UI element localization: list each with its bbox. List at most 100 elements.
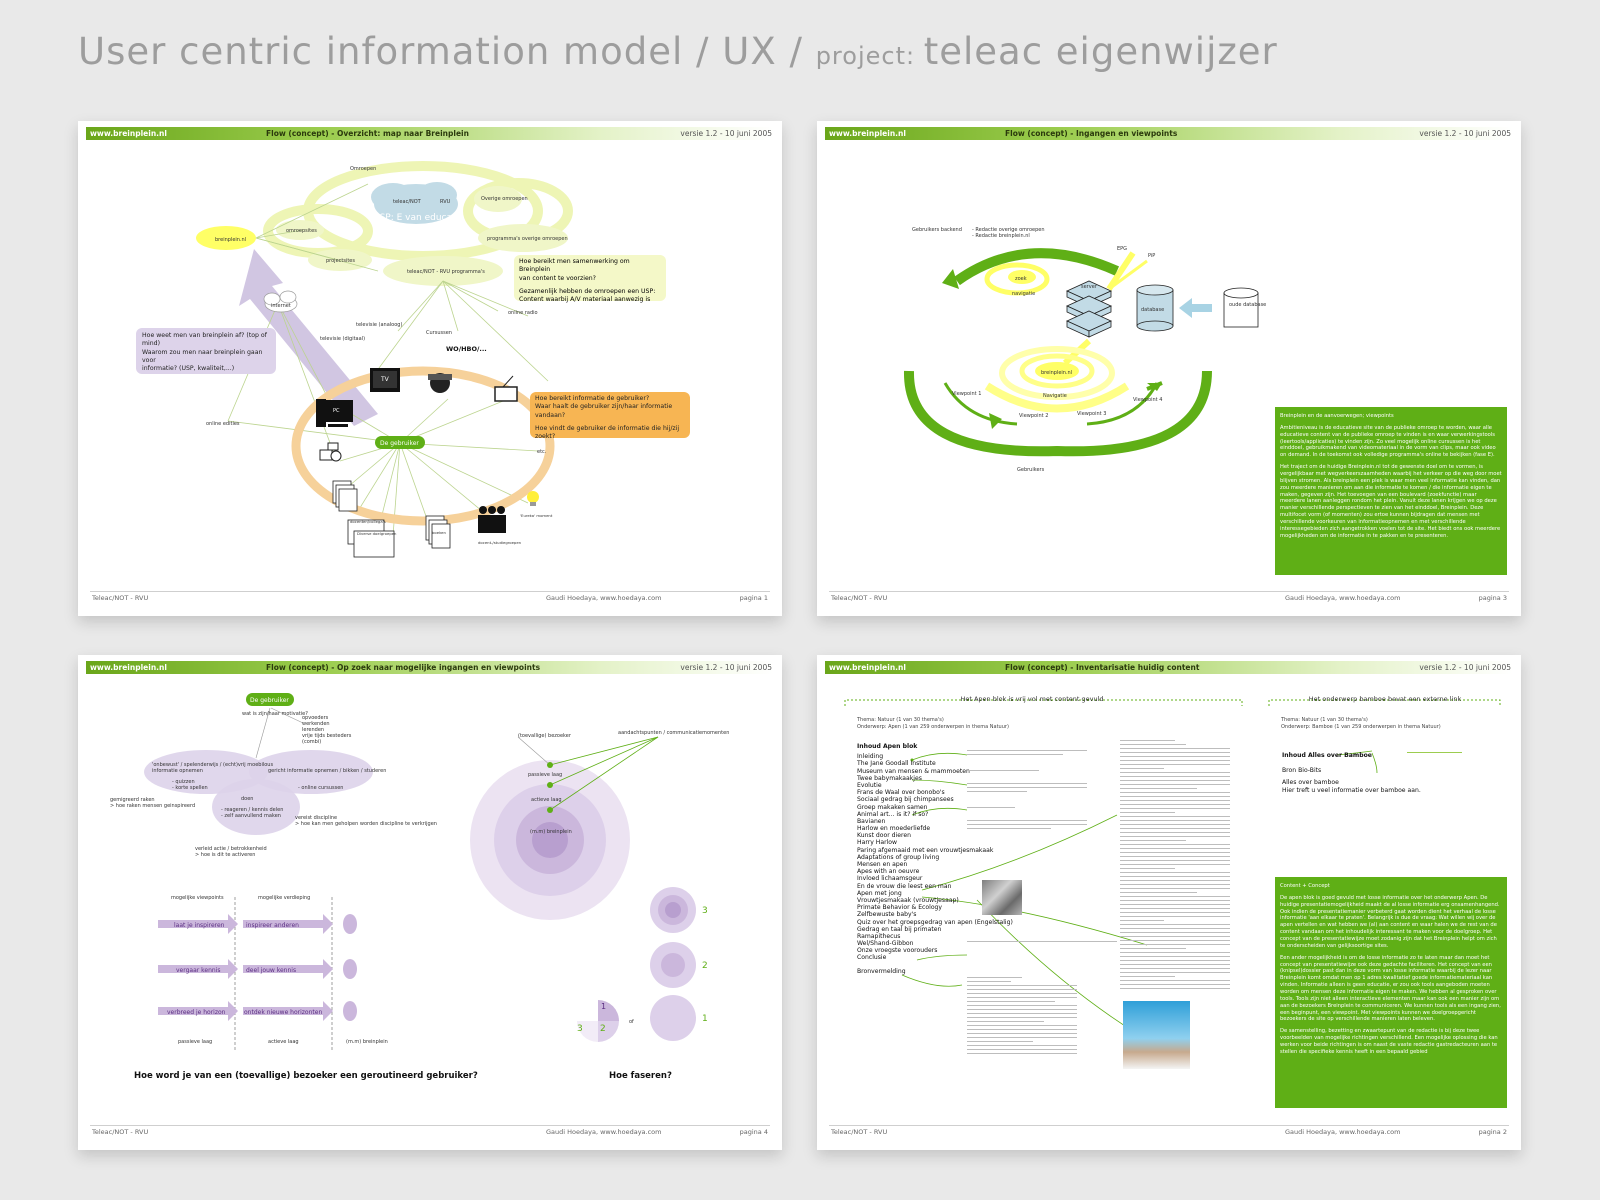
list-item[interactable]: Groep makaken samen (857, 803, 928, 811)
text-block (967, 977, 1077, 1057)
note-samenwerking: Hoe bereikt men samenwerking om Breinple… (514, 255, 666, 303)
label-usp: USP: E van educatie (373, 213, 464, 223)
label-omroepen: Omroepen (350, 166, 376, 172)
breinplein-textbox: Breinplein en de aanvoerwegen; viewpoint… (1275, 407, 1507, 575)
list-item[interactable]: Harry Harlow (857, 839, 897, 847)
list-item[interactable]: Apen met jong (857, 889, 902, 897)
text-block (967, 783, 1087, 795)
note-bereikt: Hoe bereikt informatie de gebruiker?Waar… (530, 392, 690, 440)
label-online-radio: online radio (508, 310, 538, 316)
list-item[interactable]: Conclusie (857, 954, 887, 962)
label-doen: - zelf aanvullend maken (221, 813, 281, 819)
text-block (967, 770, 1087, 774)
meta-left: Thema: Natuur (1 van 30 thema's)Onderwer… (857, 717, 1009, 730)
question-2: Hoe faseren? (609, 1071, 672, 1081)
list-item[interactable]: Twee babymakaakjes (857, 774, 922, 782)
list-item[interactable]: Evolutie (857, 781, 882, 789)
inhoud-apen-list: Inhoud Apen blok Inleiding The Jane Good… (857, 743, 1013, 975)
label-gebruikers: Gebruikers (1017, 467, 1045, 473)
label-teleac-not: teleac/NOT (393, 199, 422, 205)
label-epg: EPG (1117, 246, 1127, 252)
label-omroepsites: omroepsites (286, 228, 317, 234)
label-col1: mogelijke viewpoints (171, 895, 224, 901)
list-item[interactable]: En de vrouw die leest een man (857, 882, 952, 890)
label-a4: deel jouw kennis (246, 967, 296, 974)
label-quizzen: - quizzen (172, 779, 195, 785)
map-diagram: Omroepen teleac/NOT RVU Overige omroepen… (196, 161, 573, 558)
label-actieve2: actieve laag (268, 1039, 299, 1045)
label-pie-1: 1 (601, 1002, 606, 1011)
label-tv-digitaal: televisie (digitaal) (320, 336, 365, 342)
text-block (1407, 752, 1462, 756)
label-optie: lerenden (302, 727, 324, 733)
text-block (967, 750, 1087, 758)
label-doen: doen (241, 796, 253, 802)
list-item[interactable]: Invloed lichaamsgeur (857, 875, 923, 883)
list-item[interactable]: The Jane Goodall Institute (857, 760, 936, 768)
list-item[interactable]: Apes with an oeuvre (857, 868, 920, 876)
label-navigatie: navigatie (1012, 291, 1035, 297)
list-item[interactable]: Quiz over het groepsgedrag van apen (Eng… (857, 918, 1013, 926)
list-item[interactable]: Vrouwtjesmakaak (vrouwtjesaap) (857, 896, 959, 904)
list-item[interactable]: Animal art... is it? if so? (857, 810, 929, 818)
label-n2: 2 (702, 961, 708, 971)
label-tv-analoog: televisie (analoog) (356, 322, 402, 328)
photo-apes-cage (982, 880, 1022, 915)
label-n3: 3 (702, 906, 708, 916)
label-optie: opvoeders (302, 715, 329, 721)
list-item[interactable]: Bronvermelding (857, 967, 906, 975)
label-doen: - reageren / kennis delen (221, 807, 283, 813)
label-verleid: > hoe is dit te activeren (195, 852, 255, 858)
label-col2: mogelijke verdieping (258, 895, 310, 901)
list-item[interactable]: Zelfbewuste baby's (857, 911, 917, 919)
label-online-edities: online edities (206, 421, 240, 427)
label-pc: PC (333, 408, 340, 414)
label-online: - online cursussen (298, 785, 343, 791)
list-item[interactable]: Harlow en moederliefde (857, 825, 931, 833)
page-header: www.breinplein.nl Flow (concept) - Ingan… (825, 127, 1513, 140)
label-gebruiker: De gebruiker (250, 697, 289, 704)
note-weet: Hoe weet men van breinplein af? (top of … (136, 328, 276, 374)
question-1: Hoe word je van een (toevallige) bezoeke… (134, 1071, 478, 1081)
label-vp4: Viewpoint 4 (1133, 397, 1162, 403)
list-item[interactable]: Mensen en apen (857, 861, 908, 868)
label-zoek: zoek (1015, 276, 1027, 282)
ingangen-diagram: De gebruiker wat is zijn/haar motivatie?… (110, 693, 729, 1081)
label-vp1: Viewpoint 1 (952, 391, 981, 397)
list-item[interactable]: Hier treft u veel informatie over bamboe… (1282, 786, 1421, 794)
inhoud-title: Inhoud Apen blok (857, 743, 918, 750)
list-item[interactable]: Bavianen (857, 817, 886, 825)
heading-left: Het Apen blok is vrij vol met content ge… (960, 695, 1104, 703)
list-item[interactable]: Sociaal gedrag bij chimpansees (857, 796, 954, 804)
label-cursussen: Cursussen (426, 330, 452, 336)
label-links: informatie opnemen (152, 768, 203, 774)
label-navigatie2: Navigatie (1043, 393, 1067, 399)
list-item[interactable]: Museum van mensen & mammoeten (857, 767, 970, 775)
label-aandacht: aandachtspunten / communicatiemomenten (618, 730, 729, 736)
list-item[interactable]: Inleiding (857, 753, 884, 761)
label-tv: TV (380, 376, 390, 383)
label-optie: (combi) (302, 739, 321, 745)
main-title: User centric information model / UX / pr… (78, 30, 1278, 73)
list-item[interactable]: Bron Bio-Bits (1282, 767, 1322, 775)
list-item[interactable]: Gedrag en taal bij primaten (857, 925, 942, 933)
label-boeken: boeken (432, 530, 446, 535)
label-a6: ontdek nieuwe horizonten (244, 1009, 322, 1016)
list-item[interactable]: Kunst door dieren (857, 832, 911, 840)
label-a2: inspireer anderen (246, 922, 299, 929)
photo-apes-portrait (1123, 1001, 1190, 1069)
list-item[interactable]: Onze vroegste voorouders (857, 947, 938, 955)
label-gemigreerd: gemigreerd raken (110, 797, 155, 803)
list-item[interactable]: Wel/Shand-Gibbon (857, 940, 914, 948)
list-item[interactable]: Frans de Waal over bonobo's (857, 789, 945, 797)
list-item[interactable]: Adaptations of group living (857, 853, 940, 861)
list-item[interactable]: Primate Behavior & Ecology (857, 904, 943, 912)
list-item[interactable]: Alles over bamboe (1282, 779, 1339, 787)
label-redactie: - Redactie overige omroepen (972, 227, 1045, 233)
list-item[interactable]: Paring afgemaaid met een vrouwtjesmakaak (857, 846, 994, 854)
list-item[interactable]: Ramapithecus (857, 932, 901, 940)
label-brein2: (m.m) breinplein (346, 1039, 388, 1045)
label-pie-2: 2 (600, 1024, 606, 1034)
label-wat: wat is zijn/haar motivatie? (242, 711, 308, 717)
